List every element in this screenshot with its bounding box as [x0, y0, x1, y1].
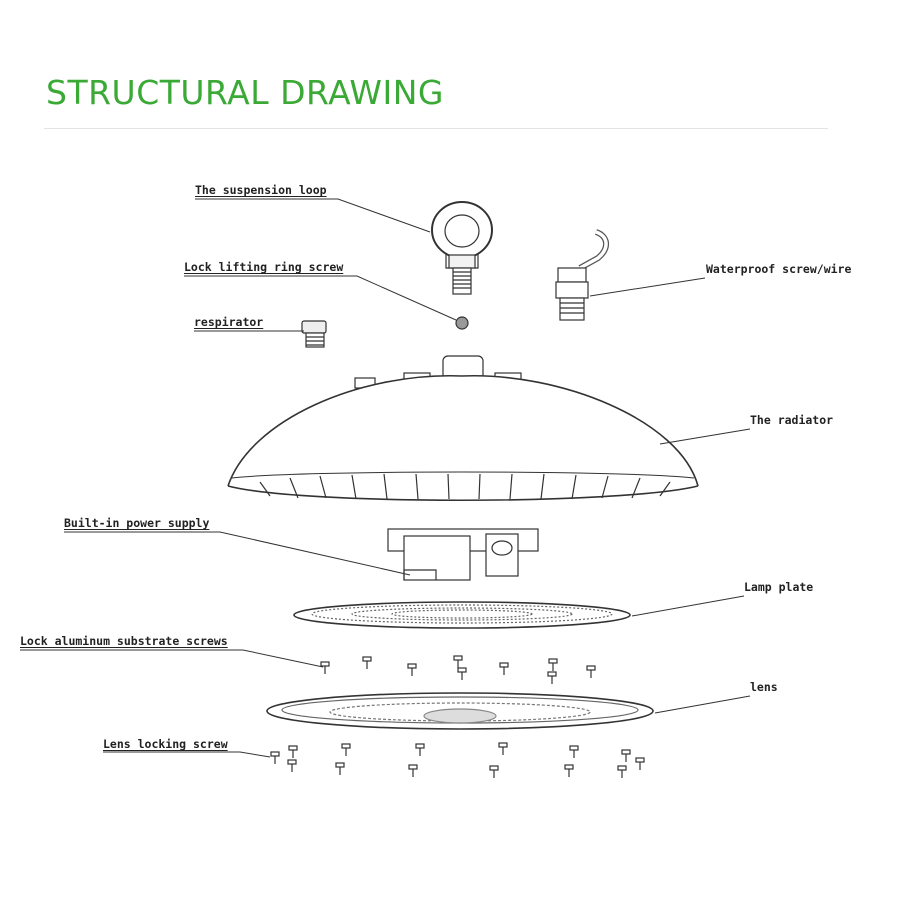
leader-substrate-screws [20, 649, 324, 668]
leader-radiator [659, 428, 751, 445]
label-lens-locking-screw: Lens locking screw [103, 737, 228, 751]
lens-locking-screw [498, 742, 508, 755]
waterproof-screw-wire-part [555, 229, 609, 321]
respirator-part [301, 320, 327, 348]
lens-part [266, 692, 654, 730]
label-waterproof-screw-wire: Waterproof screw/wire [706, 262, 852, 276]
title-divider [44, 128, 828, 129]
lens-locking-screw [270, 751, 280, 764]
label-lamp-plate: Lamp plate [744, 580, 814, 594]
label-suspension-loop: The suspension loop [195, 183, 327, 197]
lamp-plate-part [293, 601, 631, 629]
substrate-screw [362, 656, 372, 669]
substrate-screw [548, 658, 558, 671]
leader-lines [20, 198, 751, 758]
leader-waterproof [589, 277, 706, 297]
substrate-screw [320, 661, 330, 674]
power-supply-part [387, 528, 539, 581]
leader-lock-lifting-ring-screw [184, 275, 457, 321]
lens-locking-screw [489, 765, 499, 778]
substrate-screw [453, 655, 463, 668]
label-radiator: The radiator [750, 413, 834, 427]
page-title: STRUCTURAL DRAWING [46, 73, 444, 112]
suspension-loop-part [431, 201, 493, 295]
lens-screws-group [270, 742, 645, 778]
substrate-screw [457, 667, 467, 680]
lens-locking-screw [569, 745, 579, 758]
lens-locking-screw [288, 745, 298, 758]
lens-locking-screw [408, 764, 418, 777]
lens-locking-screw [415, 743, 425, 756]
label-respirator: respirator [194, 315, 264, 329]
substrate-screw [499, 662, 509, 675]
substrate-screw [586, 665, 596, 678]
leader-power-supply [64, 531, 411, 576]
lens-locking-screw [335, 762, 345, 775]
lens-locking-screw [635, 757, 645, 770]
substrate-screws-group [320, 655, 596, 684]
label-substrate-screws: Lock aluminum substrate screws [20, 634, 228, 648]
leader-suspension-loop [195, 198, 431, 233]
substrate-screw [547, 671, 557, 684]
label-lock-lifting-ring-screw: Lock lifting ring screw [184, 260, 344, 274]
radiator-part [227, 355, 699, 502]
lens-locking-screw [287, 759, 297, 772]
label-lens: lens [750, 680, 778, 694]
leader-lamp-plate [631, 595, 745, 617]
lens-locking-screw [617, 765, 627, 778]
lock-lifting-ring-screw-part [455, 316, 469, 330]
lens-locking-screw [341, 743, 351, 756]
label-power-supply: Built-in power supply [64, 516, 210, 530]
lens-locking-screw [621, 749, 631, 762]
lens-locking-screw [564, 764, 574, 777]
leader-lens [654, 695, 751, 714]
substrate-screw [407, 663, 417, 676]
leader-lens-locking-screw [103, 751, 271, 758]
